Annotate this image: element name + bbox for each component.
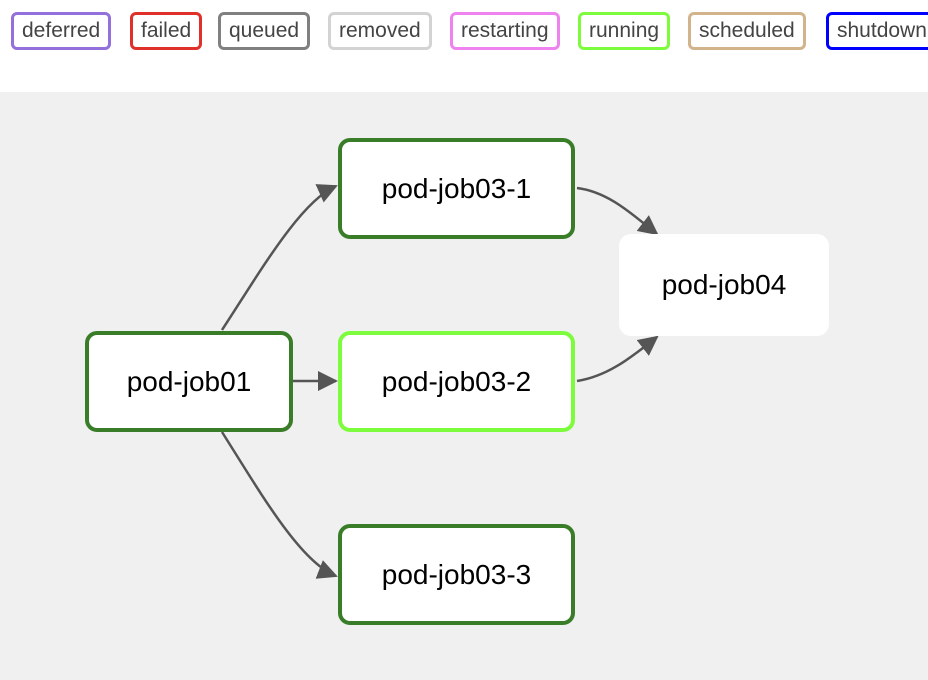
legend-shutdown[interactable]: shutdown xyxy=(826,12,928,50)
legend-running[interactable]: running xyxy=(578,12,671,50)
node-pod-job03-2[interactable]: pod-job03-2 xyxy=(338,331,575,432)
dag-graph: pod-job01 pod-job03-1 pod-job03-2 pod-jo… xyxy=(0,92,928,680)
edge-job03-2-job04 xyxy=(576,335,659,383)
node-pod-job03-1[interactable]: pod-job03-1 xyxy=(338,138,575,239)
node-pod-job01[interactable]: pod-job01 xyxy=(85,331,293,432)
edge-job01-job03-3 xyxy=(220,431,338,579)
legend-failed[interactable]: failed xyxy=(130,12,203,50)
node-label: pod-job03-3 xyxy=(381,558,532,590)
legend-removed[interactable]: removed xyxy=(328,12,432,50)
dag-edges xyxy=(220,184,659,579)
node-label: pod-job03-2 xyxy=(381,365,532,397)
edge-job03-1-job04 xyxy=(576,186,659,236)
edge-job01-job03-1 xyxy=(220,184,338,331)
node-label: pod-job04 xyxy=(661,269,787,300)
legend-restarting[interactable]: restarting xyxy=(450,12,560,50)
node-pod-job04[interactable]: pod-job04 xyxy=(619,234,829,336)
legend-deferred[interactable]: deferred xyxy=(11,12,112,50)
state-legend: deferred failed queued removed restartin… xyxy=(0,0,928,92)
node-label: pod-job01 xyxy=(126,365,252,397)
legend-scheduled[interactable]: scheduled xyxy=(688,12,806,50)
legend-queued[interactable]: queued xyxy=(218,12,311,50)
node-label: pod-job03-1 xyxy=(381,172,532,204)
node-pod-job03-3[interactable]: pod-job03-3 xyxy=(338,524,575,625)
